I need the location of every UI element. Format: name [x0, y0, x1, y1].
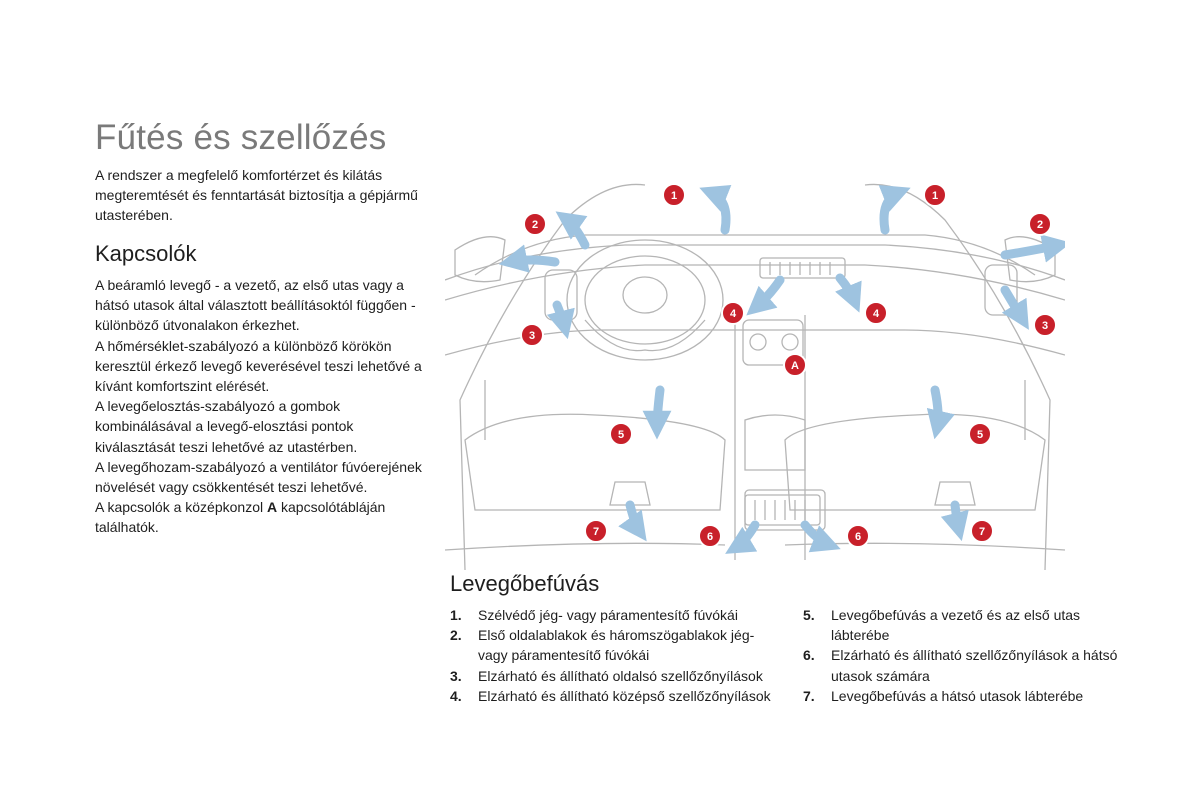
item-number: 4. — [450, 686, 478, 706]
airflow-arrow — [630, 505, 640, 532]
callout-badge: 2 — [524, 213, 546, 235]
airflow-arrow — [735, 525, 755, 548]
callout-label: 2 — [532, 219, 538, 231]
kapcsolok-heading: Kapcsolók — [95, 241, 197, 267]
item-number: 3. — [450, 666, 478, 686]
list-item: 2.Első oldalablakok és háromszögablakok … — [450, 625, 780, 665]
callout-label: 1 — [932, 190, 938, 202]
airflow-arrow — [557, 305, 565, 328]
callout-badge: 3 — [1034, 314, 1056, 336]
outlet-list-left: 1.Szélvédő jég- vagy páramentesítő fúvók… — [450, 605, 780, 706]
callout-label: 6 — [707, 531, 713, 543]
panel-label-a: A — [267, 499, 277, 515]
item-text: Levegőbefúvás a vezető és az első utas l… — [831, 605, 1123, 645]
item-number: 6. — [803, 645, 831, 685]
list-item: 4.Elzárható és állítható középső szellőz… — [450, 686, 780, 706]
callout-badge: 5 — [610, 423, 632, 445]
callout-badge: 5 — [969, 423, 991, 445]
item-text: Szélvédő jég- vagy páramentesítő fúvókái — [478, 605, 780, 625]
airflow-arrow — [657, 390, 660, 428]
item-text: Elzárható és állítható középső szellőzőn… — [478, 686, 780, 706]
airflow-arrow — [710, 192, 726, 230]
list-item: 5.Levegőbefúvás a vezető és az első utas… — [803, 605, 1123, 645]
kapcsolok-body: A beáramló levegő - a vezető, az első ut… — [95, 275, 425, 538]
item-number: 5. — [803, 605, 831, 645]
callout-badge: 7 — [585, 520, 607, 542]
airflow-arrow — [935, 390, 938, 428]
airflow-arrow — [565, 218, 585, 245]
callout-label: 5 — [618, 429, 624, 441]
outlet-list-right: 5.Levegőbefúvás a vezető és az első utas… — [803, 605, 1123, 706]
list-item: 7.Levegőbefúvás a hátsó utasok lábterébe — [803, 686, 1123, 706]
airflow-arrow — [805, 525, 830, 545]
callout-label: 4 — [873, 308, 880, 320]
item-number: 2. — [450, 625, 478, 665]
kapcsolok-paragraph: A beáramló levegő - a vezető, az első ut… — [95, 275, 425, 336]
callout-badge: 2 — [1029, 213, 1051, 235]
callout-label: 3 — [1042, 320, 1048, 332]
callout-label: 7 — [979, 526, 985, 538]
item-text: Levegőbefúvás a hátsó utasok lábterébe — [831, 686, 1123, 706]
intro-paragraph: A rendszer a megfelelő komfortérzet és k… — [95, 165, 425, 226]
airflow-arrow — [1005, 245, 1060, 255]
interior-outline — [445, 184, 1065, 570]
callout-badge: 3 — [521, 324, 543, 346]
callout-label: 7 — [593, 526, 599, 538]
item-number: 7. — [803, 686, 831, 706]
callout-badge: A — [784, 354, 806, 376]
callout-label: 5 — [977, 429, 983, 441]
callout-label: 2 — [1037, 219, 1043, 231]
callout-badge: 1 — [924, 184, 946, 206]
callout-label: A — [791, 360, 799, 372]
airflow-arrow — [884, 192, 900, 230]
item-number: 1. — [450, 605, 478, 625]
callout-badge: 4 — [865, 302, 887, 324]
callout-label: 3 — [529, 330, 535, 342]
kapcsolok-paragraph: A hőmérséklet-szabályozó a különböző kör… — [95, 336, 425, 397]
callout-badge: 7 — [971, 520, 993, 542]
item-text: Elzárható és állítható oldalsó szellőzőn… — [478, 666, 780, 686]
list-item: 1.Szélvédő jég- vagy páramentesítő fúvók… — [450, 605, 780, 625]
callout-badge: 1 — [663, 184, 685, 206]
kapcsolok-paragraph: A levegőhozam-szabályozó a ventilátor fú… — [95, 457, 425, 497]
kapcsolok-paragraph: A levegőelosztás-szabályozó a gombok kom… — [95, 396, 425, 457]
list-item: 3.Elzárható és állítható oldalsó szellőz… — [450, 666, 780, 686]
page-title: Fűtés és szellőzés — [95, 118, 387, 158]
airflow-arrow — [955, 505, 959, 530]
airflow-arrow — [510, 260, 555, 262]
airflow-arrow — [840, 278, 855, 302]
item-text: Elzárható és állítható szellőzőnyílások … — [831, 645, 1123, 685]
kapcsolok-paragraph: A kapcsolók a középkonzol A kapcsolótábl… — [95, 497, 425, 537]
callout-badge: 4 — [722, 302, 744, 324]
airflow-arrow — [755, 280, 780, 308]
levegobefuvas-heading: Levegőbefúvás — [450, 571, 599, 597]
car-interior-diagram: 1 1 2 2 3 3 4 4 5 5 6 6 7 7 A — [445, 180, 1065, 570]
item-text: Első oldalablakok és háromszögablakok jé… — [478, 625, 780, 665]
text-run: A kapcsolók a középkonzol — [95, 499, 267, 515]
callout-badge: 6 — [847, 525, 869, 547]
callout-badge: 6 — [699, 525, 721, 547]
list-item: 6.Elzárható és állítható szellőzőnyíláso… — [803, 645, 1123, 685]
callout-label: 1 — [671, 190, 677, 202]
callout-label: 4 — [730, 308, 737, 320]
callout-label: 6 — [855, 531, 861, 543]
